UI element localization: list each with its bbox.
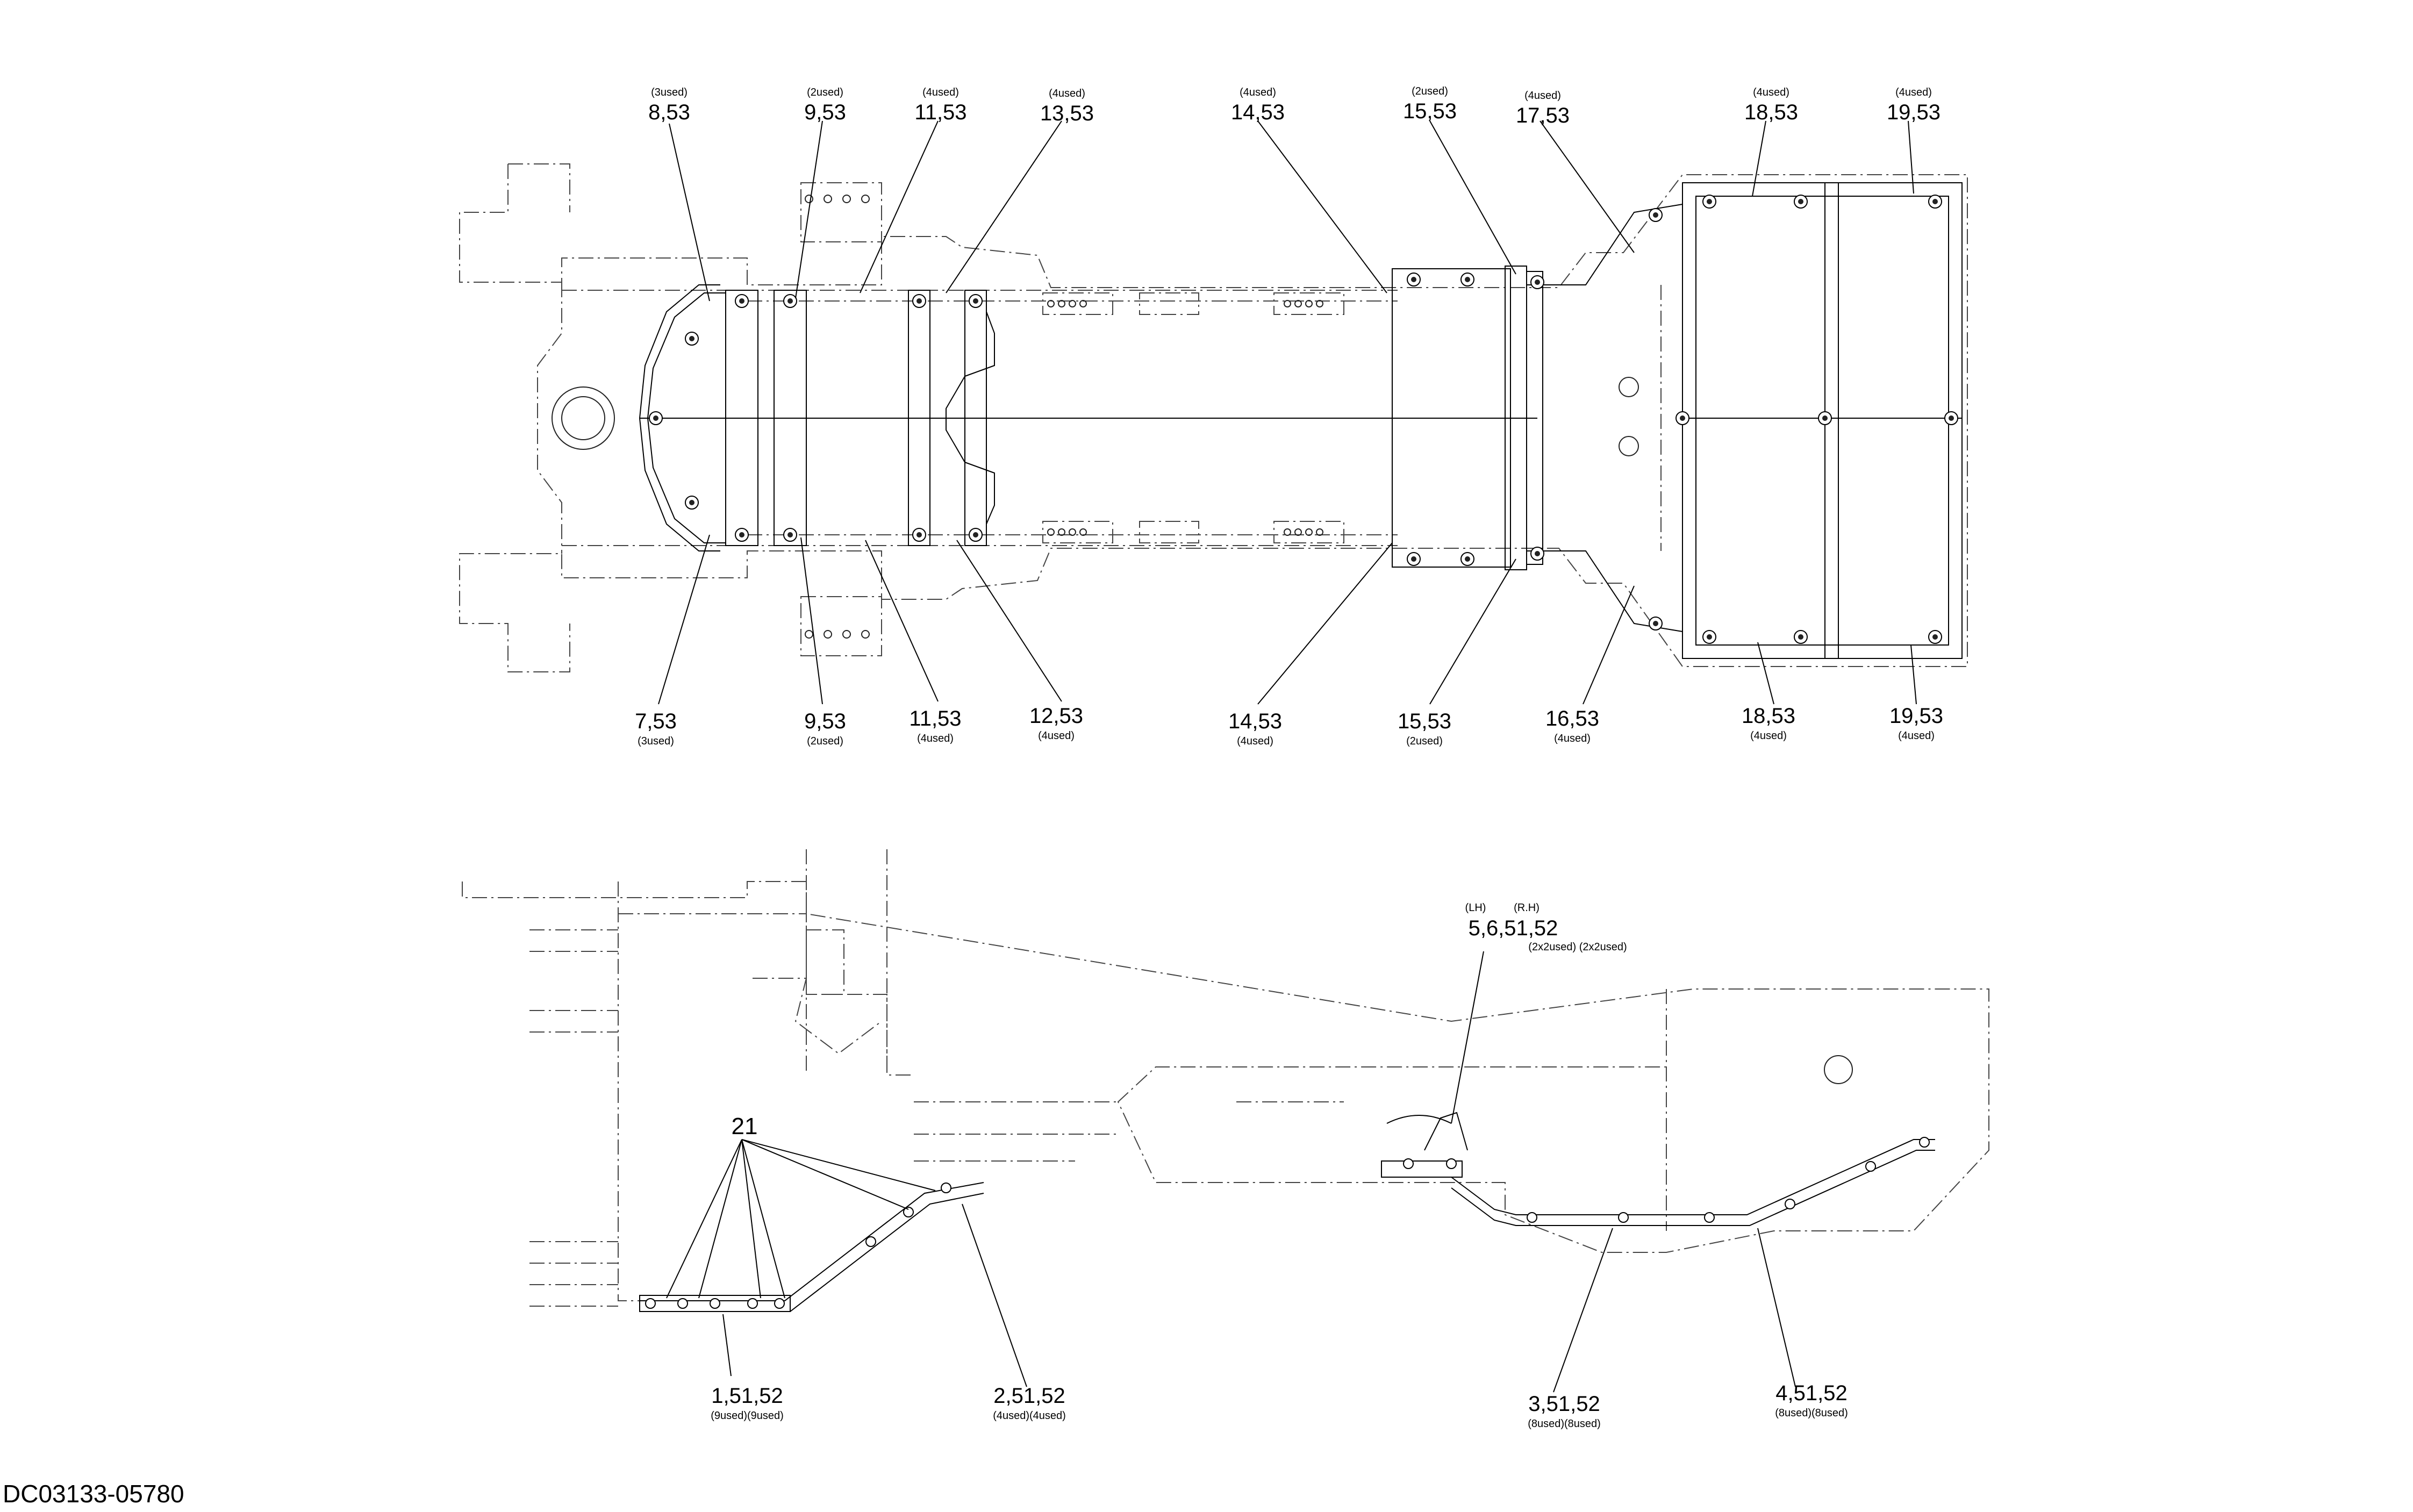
callout-8-53: (3used) 8,53 [648,87,690,124]
callout-14-53-top: (4used) 14,53 [1231,87,1285,124]
callout-14-53-bottom: 14,53 (4used) [1228,710,1282,747]
callout-15-53-bottom: 15,53 (2used) [1398,710,1451,747]
part-label: 19,53 [1889,704,1943,728]
qty-text: (4used) [1049,88,1085,99]
callout-2-51-52: 2,51,52 (4used)(4used) [993,1384,1066,1422]
callout-13-53: (4used) 13,53 [1040,88,1094,125]
part-label: 15,53 [1398,710,1451,733]
part-label: 11,53 [914,101,966,124]
part-label: 18,53 [1744,101,1798,124]
side-view-leaders [666,951,1796,1393]
top-view-leaders [658,120,1917,705]
qty-text: (4used) [917,733,954,744]
part-label: 14,53 [1228,710,1282,733]
side-view-guards [639,1112,1935,1312]
part-label: 15,53 [1403,99,1457,123]
part-label: 5,6,51,52 [1469,916,1558,940]
qty-text: (4used) [1753,87,1789,98]
part-label: 13,53 [1040,102,1094,125]
callout-7-53: 7,53 (3used) [635,710,677,747]
callout-9-53-bottom: 9,53 (2used) [804,710,846,747]
callout-19-53-top: (4used) 19,53 [1887,87,1941,124]
part-label: 16,53 [1545,707,1599,730]
qty-text: (4used) [1524,90,1561,102]
qty-text: (3used) [638,735,674,747]
part-label: 7,53 [635,710,677,733]
qty-text: (8used)(8used) [1775,1407,1848,1419]
qty-text: (8used)(8used) [1528,1418,1601,1430]
callout-1-51-52: 1,51,52 (9used)(9used) [711,1384,784,1422]
callout-3-51-52: 3,51,52 (8used)(8used) [1528,1392,1601,1430]
part-label: 8,53 [648,101,690,124]
top-view-bolts [649,195,1958,644]
qty-text: (3used) [651,87,688,98]
part-label: 11,53 [909,707,961,730]
qty-text: (4used) [1240,87,1276,98]
drawing-code: DC03133-05780 [3,1480,184,1508]
side-rh-label: (R.H) [1514,902,1540,914]
part-label: 1,51,52 [711,1384,783,1408]
part-label: 9,53 [804,710,846,733]
qty-text: (4used) [1898,730,1935,742]
callout-16-53: 16,53 (4used) [1545,707,1599,744]
qty-text: (4used)(4used) [993,1410,1066,1422]
part-label: 2,51,52 [993,1384,1065,1408]
callout-17-53: (4used) 17,53 [1516,90,1570,127]
part-label: 9,53 [804,101,846,124]
callout-11-53-top: (4used) 11,53 [914,87,966,124]
part-label: 21 [732,1113,758,1140]
top-view-frame [459,163,1968,672]
callout-5-6-51-52: (LH) (R.H) 5,6,51,52 (2x2used) (2x2used) [1465,902,1627,953]
side-view-bolts [645,1137,1930,1309]
part-label: 3,51,52 [1528,1392,1600,1416]
qty-text: (2used) [807,735,843,747]
callout-18-53-top: (4used) 18,53 [1744,87,1798,124]
part-label: 19,53 [1887,101,1941,124]
qty-text: (4used) [922,87,959,98]
qty-text: (2x2used) (2x2used) [1528,941,1627,953]
part-label: 4,51,52 [1775,1381,1847,1405]
qty-text: (4used) [1554,733,1591,744]
part-label: 14,53 [1231,101,1285,124]
side-lh-label: (LH) [1465,902,1486,914]
qty-text: (9used)(9used) [711,1410,784,1422]
callout-21: 21 [732,1113,758,1140]
callout-15-53-top: (2used) 15,53 [1403,85,1457,123]
qty-text: (2used) [1406,735,1443,747]
callout-11-53-bottom: 11,53 (4used) [909,707,961,744]
qty-text: (4used) [1237,735,1273,747]
callout-19-53-bottom: 19,53 (4used) [1889,704,1943,742]
callout-9-53-top: (2used) 9,53 [804,87,846,124]
qty-text: (2used) [807,87,843,98]
callout-18-53-bottom: 18,53 (4used) [1742,704,1795,742]
qty-text: (4used) [1038,730,1075,742]
part-label: 12,53 [1029,704,1083,728]
qty-text: (2used) [1412,85,1448,97]
part-label: 18,53 [1742,704,1795,728]
callout-12-53: 12,53 (4used) [1029,704,1083,742]
callout-4-51-52: 4,51,52 (8used)(8used) [1775,1381,1848,1419]
part-label: 17,53 [1516,104,1570,127]
qty-text: (4used) [1750,730,1787,742]
qty-text: (4used) [1895,87,1932,98]
